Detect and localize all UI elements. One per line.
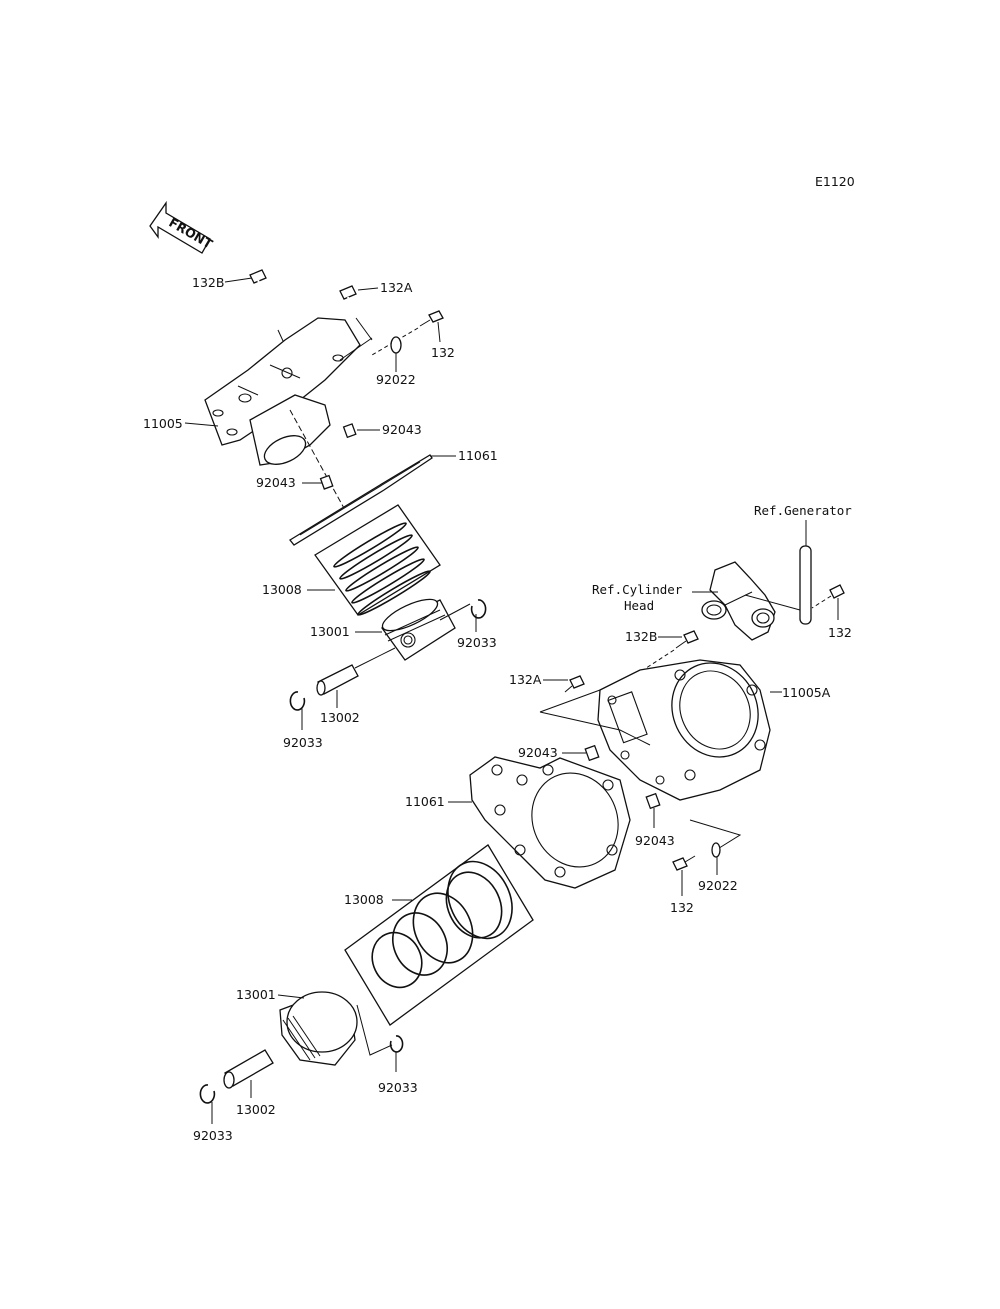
label-92043-bottom-left: 92043 <box>518 745 558 760</box>
bolt-132B-bottom <box>639 630 699 673</box>
piston-13001-bottom <box>277 991 393 1066</box>
label-132B-bottom: 132B <box>625 629 657 644</box>
label-13008-bottom: 13008 <box>344 892 384 907</box>
generator-strap <box>799 520 812 625</box>
cylinder-head-ref <box>692 561 801 641</box>
label-92043-top-right: 92043 <box>382 422 422 437</box>
circlip-92033-top-right <box>439 599 487 632</box>
label-132-top: 132 <box>431 345 455 360</box>
piston-ring <box>339 534 413 580</box>
label-13002-bottom: 13002 <box>236 1102 276 1117</box>
bolt-132A-bottom <box>543 675 585 693</box>
circlip-92033-bottom-right <box>389 1035 404 1072</box>
piston-ring <box>357 570 431 616</box>
label-92043-top-left: 92043 <box>256 475 296 490</box>
label-11005A: 11005A <box>782 685 831 700</box>
label-ref-cylinder-head-1: Ref.Cylinder <box>592 582 683 597</box>
label-92033-bottom-left: 92033 <box>193 1128 233 1143</box>
piston-ring <box>333 522 407 568</box>
piston-ring <box>351 558 425 604</box>
label-13001-top: 13001 <box>310 624 350 639</box>
bolt-132-top <box>371 310 444 356</box>
circlip-92033-top-left <box>289 691 306 730</box>
ring-set-13008-bottom <box>344 844 534 1026</box>
label-ref-generator: Ref.Generator <box>754 503 852 518</box>
label-132A-bottom: 132A <box>509 672 542 687</box>
label-11005: 11005 <box>143 416 183 431</box>
label-92033-bottom-right: 92033 <box>378 1080 418 1095</box>
label-92022-top: 92022 <box>376 372 416 387</box>
label-92022-bottom: 92022 <box>698 878 738 893</box>
gasket-11061-bottom <box>448 756 631 889</box>
washer-92022-top <box>390 336 402 372</box>
dowel-92043-top-right <box>342 423 380 439</box>
label-132B-top: 132B <box>192 275 224 290</box>
bolt-132-right <box>811 584 845 620</box>
cylinder-11005 <box>184 317 373 511</box>
label-11061-bottom: 11061 <box>405 794 445 809</box>
bolt-132A-top <box>339 285 379 341</box>
piston-13001-top <box>354 598 456 669</box>
front-arrow-icon: FRONT <box>149 200 216 254</box>
ring-set-13008-top <box>307 504 441 616</box>
label-92033-top-left: 92033 <box>283 735 323 750</box>
pin-13002-top <box>316 664 359 708</box>
circlip-92033-bottom-left <box>199 1084 216 1124</box>
dowel-92043-bottom-left <box>562 744 600 762</box>
dowel-92043-bottom-right <box>645 792 661 828</box>
label-ref-cylinder-head-2: Head <box>624 598 654 613</box>
pin-13002-bottom <box>223 1049 274 1098</box>
label-13008-top: 13008 <box>262 582 302 597</box>
label-92043-bottom-right: 92043 <box>635 833 675 848</box>
piston-ring <box>345 546 419 592</box>
label-11061-top: 11061 <box>458 448 498 463</box>
diagram-code: E1120 <box>815 174 855 189</box>
gasket-11061-top <box>289 454 456 546</box>
cylinder-11005A <box>539 659 782 801</box>
label-92033-top-right: 92033 <box>457 635 497 650</box>
label-13001-bottom: 13001 <box>236 987 276 1002</box>
bolt-132-bottom <box>672 819 742 896</box>
dowel-92043-top-left <box>302 474 334 490</box>
label-132A-top: 132A <box>380 280 413 295</box>
label-13002-top: 13002 <box>320 710 360 725</box>
label-132-bottom: 132 <box>670 900 694 915</box>
washer-92022-bottom <box>711 842 721 875</box>
label-132-right: 132 <box>828 625 852 640</box>
